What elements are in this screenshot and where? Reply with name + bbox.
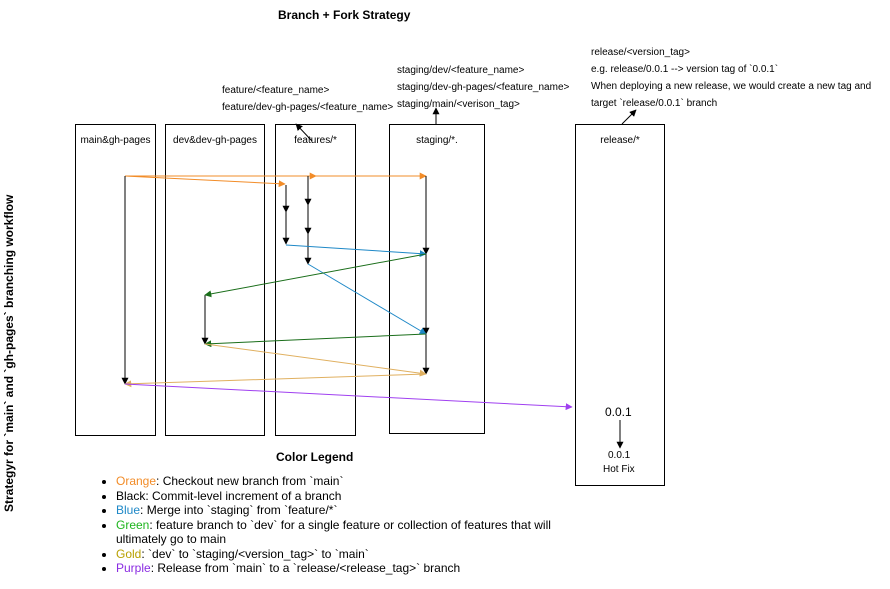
- legend-item: Black: Commit-level increment of a branc…: [116, 489, 566, 504]
- legend-name: Blue: [116, 503, 141, 517]
- diagram-title: Branch + Fork Strategy: [278, 8, 411, 22]
- legend-text: : `dev` to `staging/<version_tag>` to `m…: [141, 546, 369, 561]
- lane-label: main&gh-pages: [80, 135, 151, 146]
- release-note-line: e.g. release/0.0.1 --> version tag of `0…: [591, 64, 779, 75]
- green-arrow: [204, 333, 427, 348]
- legend-text: : Merge into `staging` from `feature/*`: [140, 503, 338, 517]
- gold-arrow: [204, 343, 427, 377]
- legend-item: Green: feature branch to `dev` for a sin…: [116, 518, 566, 547]
- staging-note-line: staging/main/<verison_tag>: [397, 99, 520, 110]
- legend-item: Orange: Checkout new branch from `main`: [116, 474, 566, 489]
- feature-note-line: feature/<feature_name>: [222, 85, 330, 96]
- blue-arrow: [307, 263, 427, 335]
- lane-label: dev&dev-gh-pages: [173, 135, 257, 146]
- release-note-line: When deploying a new release, we would c…: [591, 81, 872, 92]
- legend-text: : Commit-level increment of a branch: [145, 488, 342, 503]
- legend-text: : Checkout new branch from `main`: [156, 474, 344, 488]
- release-note-line: target `release/0.0.1` branch: [591, 98, 718, 109]
- staging-note-line: staging/dev/<feature_name>: [397, 65, 525, 76]
- legend-text: : feature branch to `dev` for a single f…: [116, 517, 551, 547]
- release-note-pointer: [621, 109, 637, 125]
- green-arrow: [204, 253, 427, 298]
- color-legend: Orange: Checkout new branch from `main` …: [100, 474, 566, 576]
- feature-note-line: feature/dev-gh-pages/<feature_name>: [222, 102, 394, 113]
- orange-arrow: [124, 175, 286, 188]
- feature-note: feature/<feature_name> feature/dev-gh-pa…: [222, 82, 393, 116]
- legend-name: Orange: [116, 474, 157, 488]
- feature-note-pointer: [295, 123, 313, 142]
- legend-item: Blue: Merge into `staging` from `feature…: [116, 503, 566, 518]
- hotfix-label: Hot Fix: [603, 464, 635, 475]
- hotfix-tag: 0.0.1: [608, 450, 631, 461]
- lane-label: release/*: [600, 135, 640, 146]
- release-note-line: release/<version_tag>: [591, 47, 690, 58]
- legend-item: Gold: `dev` to `staging/<version_tag>` t…: [116, 547, 566, 562]
- blue-arrow: [285, 244, 427, 258]
- lane-label: features/*: [294, 135, 337, 146]
- release-tag: 0.0.1: [605, 405, 632, 419]
- legend-title: Color Legend: [276, 450, 354, 464]
- legend-name: Purple: [116, 561, 151, 575]
- gold-arrow: [124, 373, 427, 388]
- legend-text: : Release from `main` to a `release/<rel…: [150, 561, 461, 575]
- staging-note: staging/dev/<feature_name> staging/dev-g…: [397, 62, 569, 113]
- purple-arrow: [124, 383, 573, 411]
- legend-name: Green: [116, 517, 150, 532]
- legend-name: Gold: [116, 546, 142, 561]
- legend-item: Purple: Release from `main` to a `releas…: [116, 561, 566, 576]
- staging-note-line: staging/dev-gh-pages/<feature_name>: [397, 82, 570, 93]
- legend-name: Black: [116, 488, 146, 503]
- lane-label: staging/*.: [416, 135, 458, 146]
- release-note: release/<version_tag> e.g. release/0.0.1…: [591, 44, 871, 112]
